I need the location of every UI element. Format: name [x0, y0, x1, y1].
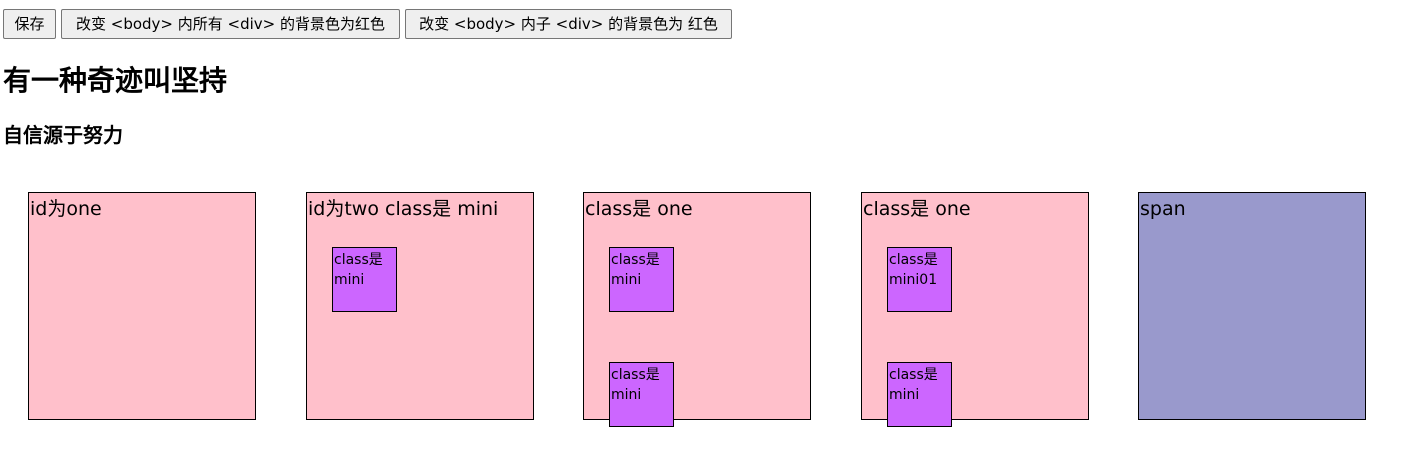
div-two: id为two class是 mini class是 mini — [306, 192, 534, 420]
save-button[interactable]: 保存 — [3, 9, 56, 39]
div-one-label: id为one — [30, 198, 102, 220]
span-label: span — [1140, 198, 1186, 220]
div-two-label: id为two class是 mini — [308, 198, 499, 220]
page-title: 有一种奇迹叫坚持 — [3, 64, 228, 97]
mini01-box: class是 mini01 — [887, 247, 952, 312]
div-class-one-label: class是 one — [585, 198, 693, 220]
div-class-one-label: class是 one — [863, 198, 971, 220]
mini-box-bottom: class是 mini — [887, 362, 952, 427]
change-child-div-bg-button[interactable]: 改变 <body> 内子 <div> 的背景色为 红色 — [405, 9, 732, 39]
div-class-one-2: class是 one class是 mini01 class是 mini — [861, 192, 1089, 427]
mini-box-bottom: class是 mini — [609, 362, 674, 427]
page-subtitle: 自信源于努力 — [3, 123, 123, 147]
mini-box: class是 mini — [332, 247, 397, 312]
div-class-one-1: class是 one class是 mini class是 mini — [583, 192, 811, 427]
div-one: id为one — [28, 192, 256, 420]
mini-box-top: class是 mini — [609, 247, 674, 312]
span-box: span — [1138, 192, 1366, 420]
change-all-div-bg-button[interactable]: 改变 <body> 内所有 <div> 的背景色为红色 — [61, 9, 400, 39]
